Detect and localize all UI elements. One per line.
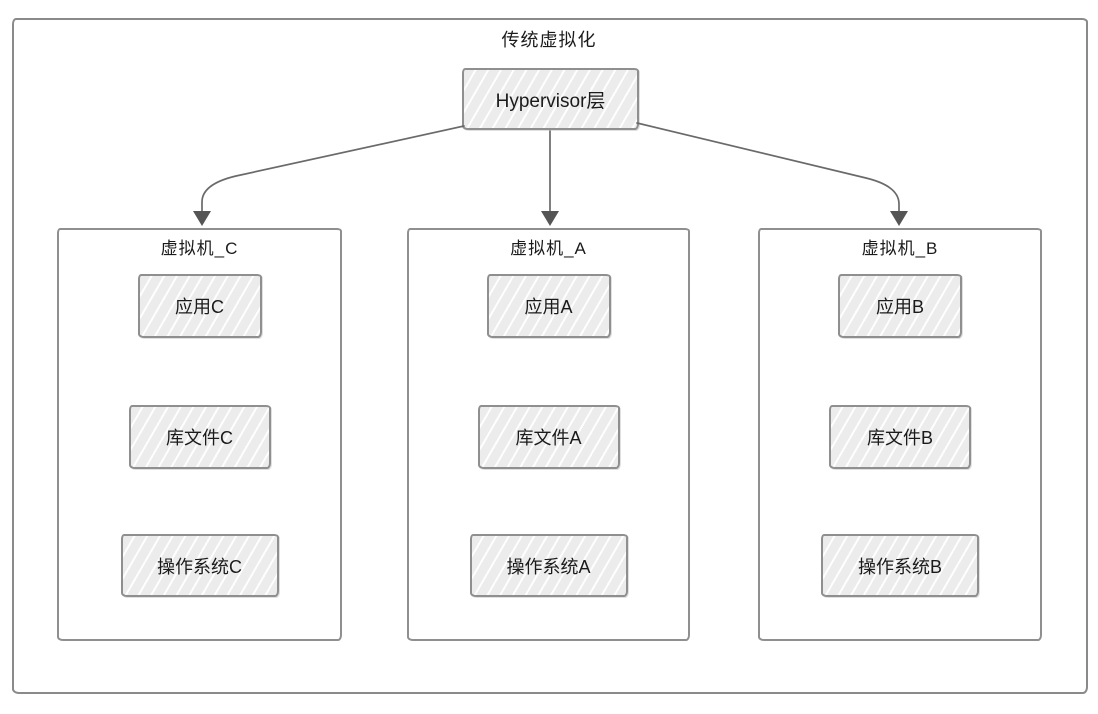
hypervisor-label: Hypervisor层	[495, 90, 606, 112]
app-node-c: 应用C	[137, 274, 262, 338]
os-label-c: 操作系统C	[157, 556, 242, 577]
os-label-b: 操作系统B	[857, 556, 942, 577]
app-label-b: 应用B	[875, 297, 924, 317]
lib-node-a: 库文件A	[477, 405, 620, 469]
vm-group-c: 虚拟机_C 应用C 库文件C 操作系统C	[57, 228, 342, 641]
os-node-a: 操作系统A	[469, 534, 628, 597]
vm-title-c: 虚拟机_C	[160, 239, 239, 258]
lib-node-b: 库文件B	[829, 405, 971, 469]
os-label-a: 操作系统A	[506, 556, 591, 577]
vm-title-b: 虚拟机_B	[861, 239, 939, 258]
lib-node-c: 库文件C	[128, 405, 271, 469]
outer-frame	[12, 18, 1088, 694]
app-node-b: 应用B	[838, 274, 962, 338]
hypervisor-node: Hypervisor层	[462, 68, 639, 130]
vm-title-a: 虚拟机_A	[510, 239, 587, 258]
os-node-c: 操作系统C	[120, 534, 279, 597]
diagram-title: 传统虚拟化	[501, 30, 597, 50]
app-label-a: 应用A	[524, 297, 573, 317]
app-label-c: 应用C	[175, 297, 224, 317]
vm-group-a: 虚拟机_A 应用A 库文件A 操作系统A	[407, 228, 690, 641]
app-node-a: 应用A	[486, 274, 611, 338]
vm-group-b: 虚拟机_B 应用B 库文件B 操作系统B	[758, 228, 1042, 641]
lib-label-b: 库文件B	[866, 428, 933, 448]
os-node-b: 操作系统B	[821, 534, 979, 597]
lib-label-a: 库文件A	[515, 428, 582, 448]
lib-label-c: 库文件C	[166, 428, 233, 448]
